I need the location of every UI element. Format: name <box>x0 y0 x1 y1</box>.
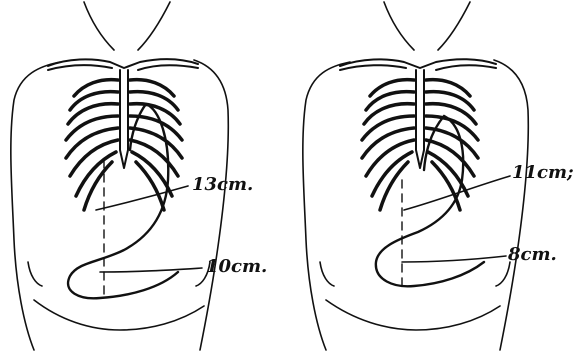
left-sternum <box>120 70 128 168</box>
left-clavicles <box>48 59 198 70</box>
right-torso-figure: 11cm; 8cm. <box>303 2 574 350</box>
right-ribcage-right-ribs <box>426 80 478 210</box>
right-sternum <box>416 70 424 168</box>
right-body-outline <box>303 2 528 350</box>
right-clavicles <box>340 59 496 70</box>
right-ribcage-left-ribs <box>362 80 414 210</box>
right-lower-leader-line <box>402 256 506 262</box>
left-lower-label: 10cm. <box>206 256 267 277</box>
right-pelvis-outline <box>320 262 510 330</box>
left-ribcage-left-ribs <box>66 80 118 210</box>
left-upper-label: 13cm. <box>192 174 253 195</box>
left-torso-figure: 13cm. 10cm. <box>11 2 267 350</box>
right-upper-label: 11cm; <box>512 162 574 183</box>
right-lower-label: 8cm. <box>507 244 557 265</box>
left-lower-leader-line <box>100 268 202 272</box>
left-upper-leader-line <box>96 186 188 210</box>
